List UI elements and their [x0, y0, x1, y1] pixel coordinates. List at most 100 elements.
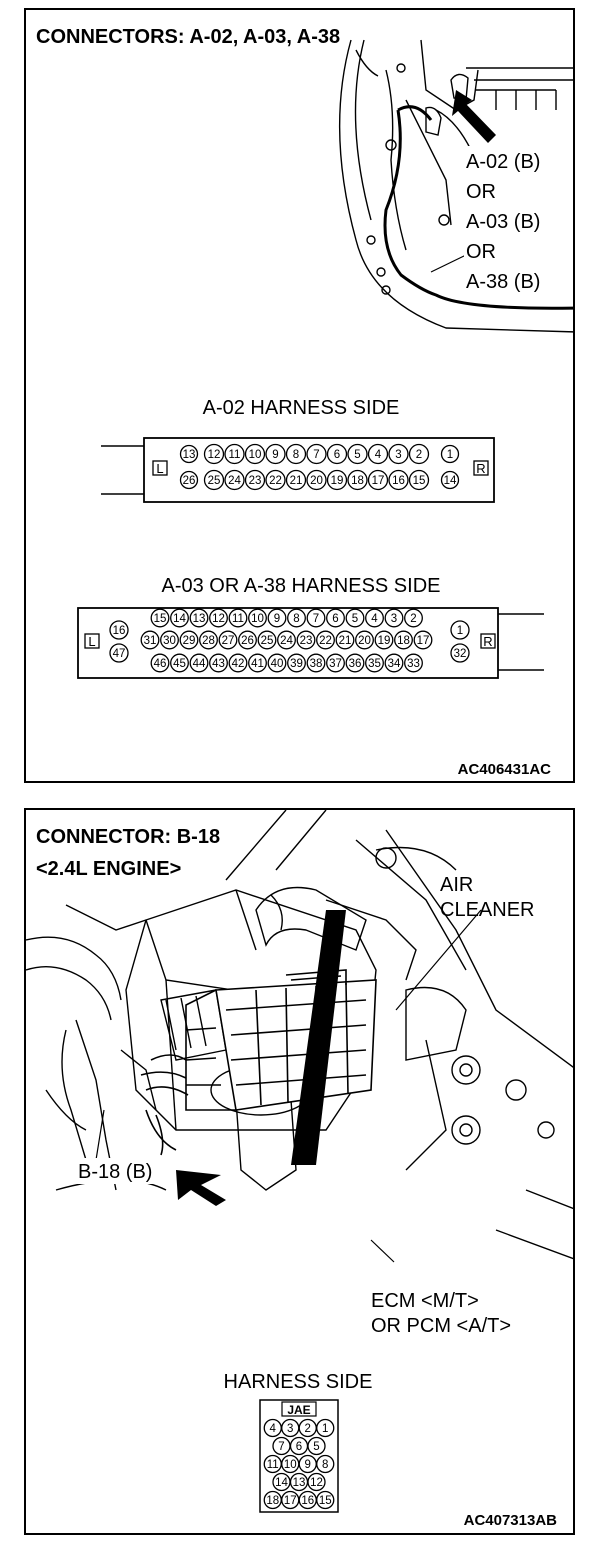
svg-text:12: 12 [212, 613, 225, 625]
svg-text:17: 17 [417, 635, 430, 647]
a02-pin: 6 [326, 443, 348, 465]
b18-pin: 14 [272, 1472, 291, 1492]
svg-text:15: 15 [154, 613, 167, 625]
panel1-figure-code: AC406431AC [458, 761, 552, 778]
jae-tag-box [281, 1401, 317, 1417]
svg-text:21: 21 [290, 475, 303, 487]
svg-text:26: 26 [183, 475, 196, 487]
svg-text:5: 5 [313, 1441, 319, 1453]
svg-text:1: 1 [457, 625, 463, 637]
a03-pin: 37 [326, 653, 345, 673]
a03-pin: 28 [199, 630, 218, 650]
svg-text:13: 13 [183, 449, 196, 461]
svg-text:30: 30 [163, 635, 176, 647]
svg-text:9: 9 [274, 613, 280, 625]
a03-pin: 8 [287, 608, 306, 628]
svg-text:24: 24 [280, 635, 293, 647]
svg-text:29: 29 [183, 635, 196, 647]
b18-harness-title: HARNESS SIDE [224, 1371, 373, 1393]
svg-text:16: 16 [301, 1495, 314, 1507]
svg-text:18: 18 [351, 475, 364, 487]
svg-text:18: 18 [397, 635, 410, 647]
a02-pin: 18 [347, 469, 368, 491]
b18-pin: 17 [281, 1490, 300, 1510]
callout-or-1: OR [466, 181, 496, 203]
b18-pin: 18 [263, 1490, 282, 1510]
a03-pin: 4 [365, 608, 384, 628]
svg-text:12: 12 [208, 449, 221, 461]
a03-pin: 15 [150, 608, 170, 628]
a03-pin: 33 [404, 653, 423, 673]
svg-text:9: 9 [272, 449, 278, 461]
a02-pin: 16 [388, 469, 409, 491]
a03-pin: 29 [179, 630, 199, 650]
callout-a03: A-03 (B) [466, 211, 540, 233]
svg-text:35: 35 [368, 658, 381, 670]
a02-pin: 19 [326, 469, 348, 491]
callout-a02: A-02 (B) [466, 151, 540, 173]
svg-text:47: 47 [113, 648, 126, 660]
svg-text:7: 7 [313, 449, 319, 461]
a03-pin: 27 [218, 630, 238, 650]
a02-connector: L R 132612251124102392282172061951841731… [101, 437, 495, 503]
a03-pin: 41 [248, 653, 267, 673]
a03-pin: 26 [238, 630, 257, 650]
svg-text:8: 8 [322, 1459, 328, 1471]
a02-pin: 12 [203, 443, 225, 465]
svg-text:1: 1 [322, 1423, 328, 1435]
a03-pin: 35 [365, 653, 384, 673]
a03-pin: 39 [287, 653, 306, 673]
svg-text:14: 14 [275, 1477, 288, 1489]
connector-panel-a02-a03-a38: CONNECTORS: A-02, A-03, A-38 A-02 (B) OR… [24, 8, 575, 783]
svg-text:17: 17 [372, 475, 385, 487]
svg-text:6: 6 [296, 1441, 302, 1453]
ecm-module [140, 969, 377, 1156]
svg-text:2: 2 [305, 1423, 311, 1435]
a02-pin: 8 [285, 443, 307, 465]
a03-harness-title: A-03 OR A-38 HARNESS SIDE [162, 575, 441, 597]
svg-text:24: 24 [228, 475, 241, 487]
a02-left-tag: L [156, 461, 163, 476]
a03-pin: 13 [189, 608, 209, 628]
svg-text:1: 1 [447, 449, 453, 461]
a03-pin: 46 [150, 653, 170, 673]
ecm-label-1: ECM <M/T> [371, 1290, 479, 1312]
a02-pin: 7 [306, 443, 327, 465]
a02-pin: 22 [265, 469, 286, 491]
svg-text:23: 23 [249, 475, 262, 487]
svg-text:44: 44 [193, 658, 206, 670]
svg-text:19: 19 [331, 475, 344, 487]
svg-text:27: 27 [222, 635, 235, 647]
a02-pin: 17 [367, 469, 389, 491]
a02-left-tag-box [152, 460, 168, 476]
a03-pin: 32 [450, 643, 470, 663]
a03-pin: 19 [374, 630, 394, 650]
svg-text:17: 17 [284, 1495, 297, 1507]
a03-pin: 36 [345, 653, 365, 673]
a03-left-tag: L [88, 634, 95, 649]
ecm-label-2: OR PCM <A/T> [371, 1315, 511, 1337]
svg-text:25: 25 [261, 635, 274, 647]
svg-text:7: 7 [278, 1441, 284, 1453]
b18-pin: 5 [307, 1436, 326, 1456]
a02-pin: 10 [244, 443, 266, 465]
a03-pin: 16 [109, 620, 129, 640]
b18-pin: 11 [263, 1454, 282, 1474]
svg-text:15: 15 [319, 1495, 332, 1507]
b18-connector-label: B-18 (B) [78, 1161, 152, 1183]
svg-text:18: 18 [266, 1495, 279, 1507]
a03-pin: 12 [209, 608, 228, 628]
svg-text:16: 16 [113, 625, 126, 637]
svg-text:41: 41 [251, 658, 264, 670]
svg-text:46: 46 [154, 658, 167, 670]
a03-pin: 47 [109, 643, 129, 663]
b18-pin: 8 [316, 1454, 335, 1474]
svg-text:4: 4 [375, 449, 382, 461]
svg-text:12: 12 [310, 1477, 323, 1489]
svg-text:15: 15 [413, 475, 426, 487]
ecm-leader-wedge [291, 910, 346, 1165]
b18-pin: 7 [272, 1436, 291, 1456]
svg-text:4: 4 [371, 613, 378, 625]
svg-text:5: 5 [354, 449, 360, 461]
